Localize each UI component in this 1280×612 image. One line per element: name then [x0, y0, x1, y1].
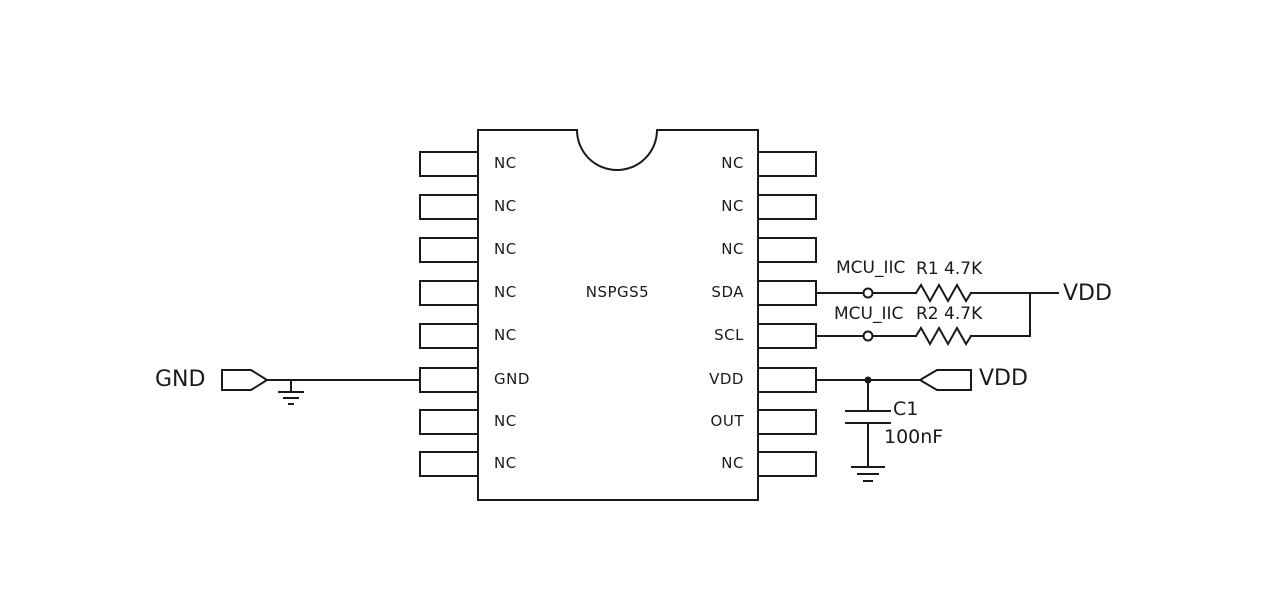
vdd-connector-symbol	[918, 369, 972, 391]
sda-wire	[815, 282, 1059, 304]
capacitor-c1-ref: C1	[893, 398, 919, 420]
resistor-r2	[914, 325, 973, 347]
ic-body	[477, 129, 759, 501]
pin-label-left-8: NC	[494, 454, 517, 472]
vdd-rail-label: VDD	[1063, 281, 1112, 306]
pin-right-5	[757, 323, 817, 349]
pin-label-right-3: NC	[721, 240, 744, 258]
gnd-connector-symbol	[221, 369, 269, 391]
pin-left-4	[419, 280, 479, 306]
pin-label-left-4: NC	[494, 283, 517, 301]
scl-net-label: MCU_IIC	[834, 304, 904, 324]
ic-right-pins	[757, 151, 817, 477]
pin-label-left-6: GND	[494, 370, 530, 388]
pin-right-2	[757, 194, 817, 220]
pin-left-2	[419, 194, 479, 220]
gnd-connector-label: GND	[155, 367, 206, 392]
pin-label-left-3: NC	[494, 240, 517, 258]
pin-left-3	[419, 237, 479, 263]
scl-net-terminal	[862, 330, 874, 342]
sda-net-terminal	[862, 287, 874, 299]
pin-right-8	[757, 451, 817, 477]
pin-label-right-6: VDD	[709, 370, 744, 388]
capacitor-c1-value: 100nF	[884, 426, 944, 448]
pin-left-7	[419, 409, 479, 435]
pin-label-right-1: NC	[721, 154, 744, 172]
pin-right-3	[757, 237, 817, 263]
pin-left-6	[419, 367, 479, 393]
pin-label-left-2: NC	[494, 197, 517, 215]
pin-right-1	[757, 151, 817, 177]
pin-label-right-4: SDA	[711, 283, 744, 301]
resistor-r1	[914, 282, 973, 304]
vdd-connector-label: VDD	[979, 366, 1028, 391]
pin-right-7	[757, 409, 817, 435]
pin-left-8	[419, 451, 479, 477]
resistor-r2-label: R2 4.7K	[916, 304, 983, 324]
pin-left-5	[419, 323, 479, 349]
pin-right-6	[757, 367, 817, 393]
pin-label-left-5: NC	[494, 326, 517, 344]
ic-name: NSPGS5	[585, 283, 650, 301]
capacitor-c1	[845, 379, 891, 468]
pin-label-right-2: NC	[721, 197, 744, 215]
pin-left-1	[419, 151, 479, 177]
ic-left-pins	[419, 151, 479, 477]
resistor-r1-label: R1 4.7K	[916, 259, 983, 279]
pin-label-left-1: NC	[494, 154, 517, 172]
pin-label-right-5: SCL	[714, 326, 744, 344]
sda-net-label: MCU_IIC	[836, 258, 906, 278]
pin-right-4	[757, 280, 817, 306]
pin-label-right-7: OUT	[710, 412, 744, 430]
ground-symbol-left	[278, 379, 304, 405]
pin-label-left-7: NC	[494, 412, 517, 430]
ground-symbol-cap	[851, 466, 885, 482]
pin-label-right-8: NC	[721, 454, 744, 472]
